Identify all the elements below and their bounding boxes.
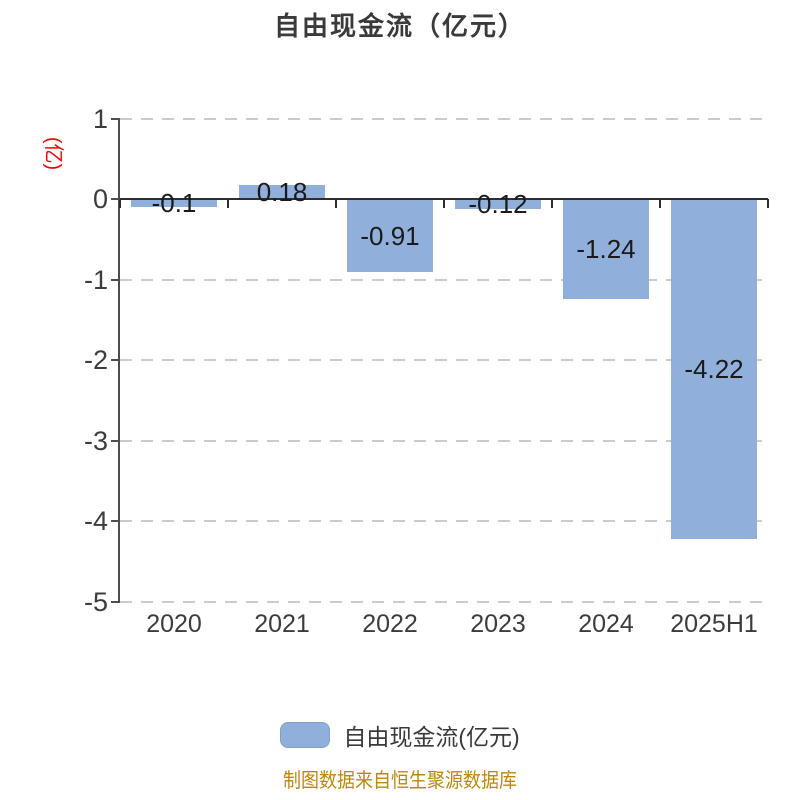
gridline-y--3 [120, 439, 768, 442]
y-axis-tick-label--2: -2 [83, 345, 108, 375]
legend-swatch [280, 722, 331, 748]
y-axis-tick-label--4: -4 [83, 506, 108, 536]
legend: 自由现金流(亿元) [0, 718, 800, 752]
bar-2024 [563, 199, 649, 299]
bar-2021 [239, 184, 325, 199]
bar-2020 [131, 199, 217, 208]
y-axis-tick-label-0: 0 [92, 184, 108, 214]
y-axis-tick-label--3: -3 [83, 425, 108, 456]
gridline-y--5 [120, 600, 768, 603]
bar-value-label-2021: 0.18 [256, 176, 308, 207]
x-axis-label-2020: 2020 [146, 610, 202, 638]
watermark-text: 制图数据来自恒生聚源数据库 [283, 770, 517, 792]
y-axis-tick-1 [111, 117, 120, 120]
bar-value-label-2023: -0.12 [468, 188, 528, 219]
y-axis-tick-label-1: 1 [92, 103, 108, 134]
x-axis-tick-1 [227, 199, 229, 208]
y-axis-tick--2 [111, 359, 120, 361]
x-axis-tick-0 [119, 199, 121, 208]
x-axis-label-2025H1: 2025H1 [670, 610, 758, 638]
y-axis-tick-label--1: -1 [83, 264, 108, 295]
y-axis-tick--3 [111, 439, 120, 442]
legend-series-label: 自由现金流(亿元) [343, 724, 520, 750]
y-axis-tick-label--5: -5 [83, 586, 108, 617]
bar-2023 [455, 199, 541, 209]
bar-2025H1 [671, 199, 757, 539]
bar-2022 [347, 199, 433, 273]
bar-value-label-2024: -1.24 [576, 233, 636, 264]
bar-value-label-2025H1: -4.22 [684, 353, 744, 384]
x-axis-label-2022: 2022 [362, 610, 418, 638]
bar-value-label-2020: -0.1 [151, 188, 197, 219]
x-axis-tick-4 [551, 199, 553, 208]
x-axis-label-2024: 2024 [578, 610, 634, 638]
gridline-y--2 [120, 359, 768, 361]
x-axis-tick-6 [767, 199, 769, 208]
gridline-y--1 [120, 278, 768, 281]
x-axis-tick-2 [335, 199, 337, 208]
gridline-y-1 [120, 117, 768, 120]
x-axis-label-2021: 2021 [254, 610, 310, 638]
y-axis-tick--4 [111, 520, 120, 522]
x-axis-label-2023: 2023 [470, 610, 526, 638]
y-axis-tick--1 [111, 278, 120, 281]
bar-value-label-2022: -0.91 [360, 220, 420, 251]
y-axis-tick-0 [111, 198, 120, 200]
gridline-y--4 [120, 520, 768, 522]
y-axis-line [118, 117, 120, 603]
x-axis-tick-3 [443, 199, 445, 208]
x-axis-tick-5 [659, 199, 661, 208]
y-axis-tick--5 [111, 600, 120, 603]
chart-title: 自由现金流（亿元） [273, 11, 526, 41]
